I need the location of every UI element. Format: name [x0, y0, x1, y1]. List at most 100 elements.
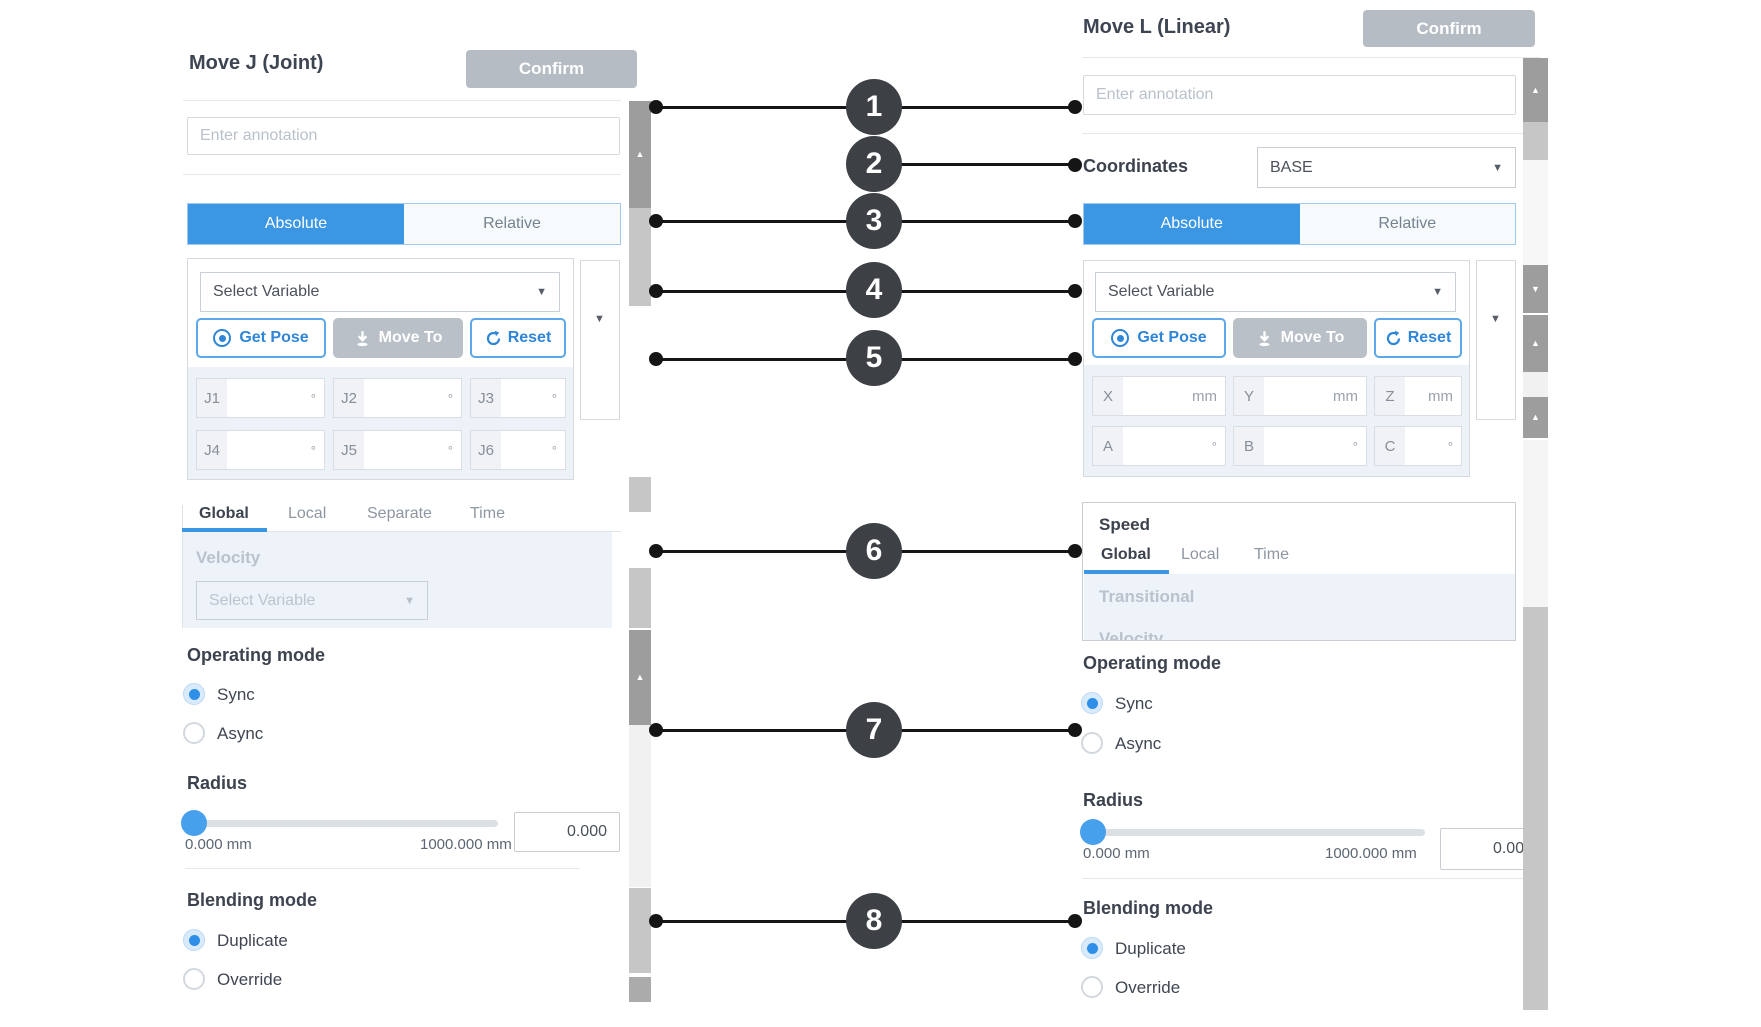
get-pose-button[interactable]: Get Pose — [196, 318, 326, 358]
operating-mode-heading: Operating mode — [187, 645, 326, 665]
duplicate-radio[interactable] — [1081, 937, 1103, 959]
velocity-variable-select[interactable]: Select Variable ▼ — [196, 581, 428, 620]
scrollbar-thumb[interactable]: ▲ — [629, 630, 651, 725]
async-label: Async — [217, 724, 264, 743]
pose-field-b[interactable]: B ° — [1233, 426, 1367, 466]
move-to-button[interactable]: Move To — [1233, 318, 1367, 358]
scrollbar-track[interactable] — [1523, 440, 1548, 607]
confirm-button[interactable]: Confirm — [466, 50, 637, 88]
move-down-icon — [1259, 330, 1270, 346]
scrollbar-thumb[interactable] — [629, 568, 651, 628]
blending-mode-heading: Blending mode — [1083, 898, 1213, 918]
callout-badge-2: 2 — [846, 136, 902, 192]
override-radio[interactable] — [183, 968, 205, 990]
callout-dot — [649, 723, 663, 737]
tab-global[interactable]: Global — [199, 505, 249, 522]
callout-dot — [649, 100, 663, 114]
sync-radio[interactable] — [1081, 692, 1103, 714]
chevron-down-icon: ▼ — [1432, 286, 1443, 298]
velocity-panel — [183, 532, 612, 628]
scrollbar-thumb[interactable]: ▲ — [1523, 315, 1548, 372]
tab-local[interactable]: Local — [288, 505, 327, 522]
divider — [1082, 57, 1540, 58]
scroll-down-icon: ▼ — [1531, 283, 1540, 294]
radius-slider[interactable] — [194, 820, 498, 827]
tab-absolute[interactable]: Absolute — [1084, 204, 1300, 244]
callout-dot — [1068, 284, 1082, 298]
sync-label: Sync — [1115, 694, 1153, 713]
callout-dot — [649, 544, 663, 558]
scroll-up-icon: ▲ — [1531, 412, 1540, 422]
tab-separate[interactable]: Separate — [367, 505, 432, 522]
scrollbar-thumb[interactable] — [629, 977, 651, 1002]
scrollbar-thumb[interactable]: ▲ — [1523, 397, 1548, 438]
scrollbar-thumb[interactable] — [629, 888, 651, 973]
scrollbar-thumb[interactable]: ▲ — [629, 101, 651, 208]
callout-dot — [649, 352, 663, 366]
callout-dot — [649, 214, 663, 228]
callout-badge-7: 7 — [846, 702, 902, 758]
scrollbar-track[interactable] — [1523, 372, 1548, 397]
speed-panel: Speed Global Local Time Transitional Vel… — [1082, 502, 1516, 641]
radius-slider-thumb[interactable] — [1080, 819, 1106, 845]
callout-dot — [1068, 914, 1082, 928]
coordinates-select-value: BASE — [1270, 158, 1313, 176]
tab-global[interactable]: Global — [1101, 546, 1151, 563]
scrollbar-track[interactable] — [1523, 160, 1548, 265]
tab-relative[interactable]: Relative — [1299, 204, 1515, 244]
record-pose-icon — [213, 329, 232, 347]
reset-button[interactable]: Reset — [470, 318, 566, 358]
radius-max-label: 1000.000 mm — [420, 836, 512, 853]
confirm-button[interactable]: Confirm — [1363, 10, 1535, 47]
joint-field-j3[interactable]: J3 ° — [470, 378, 566, 418]
scrollbar-thumb[interactable] — [1523, 607, 1548, 1010]
joint-field-j1[interactable]: J1 ° — [196, 378, 325, 418]
scrollbar-track[interactable] — [629, 725, 651, 887]
joint-field-j4[interactable]: J4 ° — [196, 430, 325, 470]
radius-max-label: 1000.000 mm — [1325, 845, 1417, 862]
divider — [185, 868, 580, 869]
move-to-button[interactable]: Move To — [333, 318, 463, 358]
get-pose-button[interactable]: Get Pose — [1092, 318, 1226, 358]
scrollbar-thumb[interactable] — [629, 477, 651, 512]
reset-button[interactable]: Reset — [1374, 318, 1462, 358]
pose-field-x[interactable]: X mm — [1092, 376, 1226, 416]
chevron-down-icon: ▼ — [404, 594, 415, 607]
tab-relative[interactable]: Relative — [404, 204, 620, 244]
callout-dot — [1068, 158, 1082, 172]
pose-field-y[interactable]: Y mm — [1233, 376, 1367, 416]
tab-time[interactable]: Time — [1254, 546, 1289, 563]
tab-time[interactable]: Time — [470, 505, 505, 522]
scrollbar-thumb[interactable]: ▲ — [1523, 58, 1548, 122]
annotation-input[interactable] — [187, 117, 620, 155]
tab-absolute[interactable]: Absolute — [188, 204, 404, 244]
annotation-input[interactable] — [1083, 75, 1516, 115]
joint-field-j2[interactable]: J2 ° — [333, 378, 462, 418]
joint-field-j6[interactable]: J6 ° — [470, 430, 566, 470]
radius-slider[interactable] — [1093, 829, 1425, 836]
scrollbar-thumb[interactable]: ▼ — [1523, 265, 1548, 313]
callout-badge-3: 3 — [846, 193, 902, 249]
variable-select[interactable]: Select Variable ▼ — [200, 272, 560, 312]
radius-slider-thumb[interactable] — [181, 810, 207, 836]
transitional-label: Transitional — [1099, 587, 1195, 606]
variable-expander[interactable]: ▼ — [1476, 260, 1516, 420]
duplicate-radio[interactable] — [183, 929, 205, 951]
joint-field-j5[interactable]: J5 ° — [333, 430, 462, 470]
pose-field-z[interactable]: Z mm — [1374, 376, 1462, 416]
pose-field-a[interactable]: A ° — [1092, 426, 1226, 466]
tab-local[interactable]: Local — [1181, 546, 1220, 563]
variable-select[interactable]: Select Variable ▼ — [1095, 272, 1456, 312]
scrollbar-thumb[interactable] — [629, 208, 651, 306]
sync-radio[interactable] — [183, 683, 205, 705]
radius-value-input[interactable]: 0.000 — [514, 812, 620, 852]
variable-expander[interactable]: ▼ — [580, 260, 620, 420]
pose-field-c[interactable]: C ° — [1374, 426, 1462, 466]
override-radio[interactable] — [1081, 976, 1103, 998]
sync-label: Sync — [217, 685, 255, 704]
scrollbar-thumb[interactable] — [1523, 122, 1548, 160]
async-radio[interactable] — [1081, 732, 1103, 754]
coordinates-select[interactable]: BASE ▼ — [1257, 147, 1516, 188]
async-radio[interactable] — [183, 722, 205, 744]
